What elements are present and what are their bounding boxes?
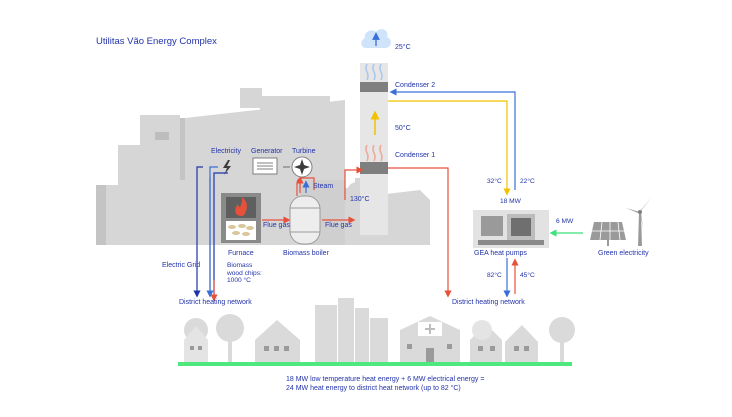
label-green-electricity: Green electricity xyxy=(598,250,649,257)
generator-icon xyxy=(252,157,278,175)
furnace xyxy=(221,193,261,243)
label-heat-pumps: GEA heat pumps xyxy=(474,250,527,257)
label-temp-top: 25°C xyxy=(395,44,411,51)
wood-chips-icon xyxy=(228,224,254,236)
heat-waves-icon xyxy=(365,63,383,162)
label-biomass-boiler: Biomass boiler xyxy=(283,250,329,257)
biomass-boiler xyxy=(289,195,321,245)
label-electricity: Electricity xyxy=(211,148,241,155)
town-skyline xyxy=(184,298,575,362)
wind-turbine-icon xyxy=(626,197,652,246)
flame-icon xyxy=(235,197,247,216)
label-green-power: 6 MW xyxy=(556,218,574,225)
flow-lines-left xyxy=(193,166,364,302)
label-electric-grid: Electric Grid xyxy=(162,262,201,269)
lightning-icon xyxy=(223,160,231,175)
footer-line-2: 24 MW heat energy to district heat netwo… xyxy=(286,385,461,392)
label-condenser-1: Condenser 1 xyxy=(395,152,436,159)
label-condenser-2: Condenser 2 xyxy=(395,82,436,89)
ground-line xyxy=(178,362,572,366)
smoke-icon xyxy=(361,29,391,48)
solar-panel-icon xyxy=(590,221,626,246)
label-flue-gas-2: Flue gas xyxy=(325,222,352,229)
label-generator: Generator xyxy=(251,148,283,155)
diagram-title: Utilitas Vão Energy Complex xyxy=(96,36,217,47)
label-flue-gas-1: Flue gas xyxy=(263,222,290,229)
turbine-icon xyxy=(291,156,313,178)
label-steam: Steam xyxy=(313,183,334,190)
label-turbine: Turbine xyxy=(292,148,316,155)
heat-pump-icon xyxy=(473,210,549,248)
label-biomass-chips: Biomass wood chips: 1000 °C xyxy=(227,262,262,285)
label-hp-in-right: 22°C xyxy=(520,178,535,185)
condenser-1-unit xyxy=(360,162,388,174)
label-temp-mid: 50°C xyxy=(395,125,411,132)
chimney xyxy=(360,63,388,235)
window-details xyxy=(190,344,529,362)
label-hp-in-left: 32°C xyxy=(487,178,502,185)
label-district-heating-right: District heating network xyxy=(452,299,525,306)
flow-lines-right xyxy=(388,88,583,298)
label-district-heating-left: District heating network xyxy=(179,299,252,306)
label-temp-flue: 130°C xyxy=(350,196,370,203)
label-hp-out-left: 82°C xyxy=(487,272,502,279)
label-hp-out-right: 45°C xyxy=(520,272,535,279)
label-hp-power: 18 MW xyxy=(500,198,521,205)
condenser-2-unit xyxy=(360,82,388,92)
label-furnace: Furnace xyxy=(228,250,254,257)
footer-line-1: 18 MW low temperature heat energy + 6 MW… xyxy=(286,376,485,383)
